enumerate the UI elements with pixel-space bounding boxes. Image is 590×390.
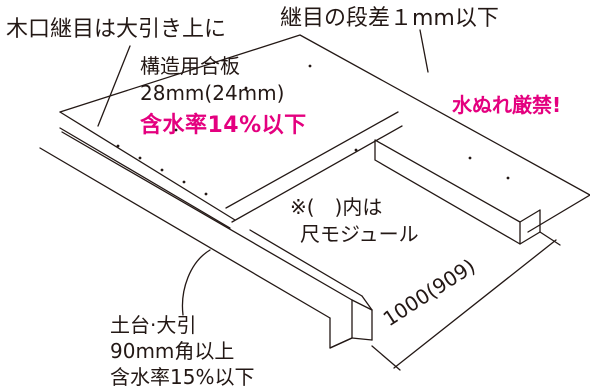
dimension-line (393, 239, 557, 369)
inner-beam (249, 229, 363, 297)
plywood-sheet (59, 34, 590, 196)
plywood-label: 構造用合板 (140, 54, 240, 78)
note-module-label: 尺モジュール (300, 222, 419, 246)
note-paren-label: ※( )内は (290, 195, 383, 219)
plywood-right-edge (527, 194, 590, 233)
sill-beam-size-label: 90mm角以上 (110, 339, 235, 363)
sill-beam-label: 土台·大引 (110, 313, 197, 337)
nail-dots (116, 64, 510, 196)
step-label: 継目の段差１mm以下 (280, 6, 499, 31)
no-water-warning: 水ぬれ厳禁! (452, 93, 562, 117)
leader-sill (181, 249, 211, 316)
leader-joint-top (97, 45, 131, 127)
plywood-thickness-label: 28mm(24mm) (140, 81, 285, 105)
sill-beam-end (329, 299, 353, 349)
leader-step (419, 29, 429, 73)
plywood-left-underside (59, 127, 231, 229)
plywood-moisture-warning: 含水率14%以下 (140, 113, 307, 138)
joint-line-lower (231, 125, 403, 223)
sill-beam-top (61, 131, 353, 301)
joint-line (225, 111, 399, 209)
sill-beam-moisture-label: 含水率15%以下 (110, 365, 255, 389)
joint-top-label: 木口継目は大引き上に (6, 17, 227, 42)
sill-beam-bottom (39, 147, 331, 319)
plywood-left-edge (59, 111, 236, 221)
